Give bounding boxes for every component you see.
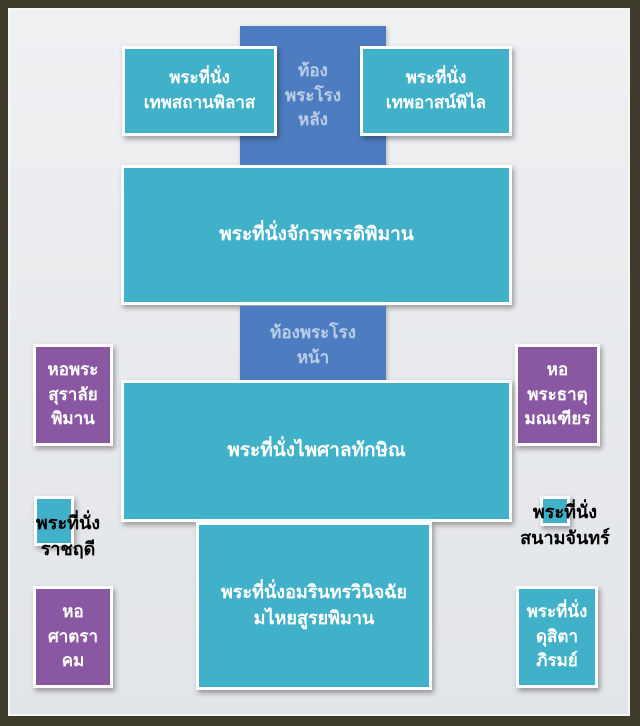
node-chakkraphat-phiman-label: พระที่นั่งจักรพรรดิพิมาน [219,223,414,246]
node-amarin-winitchai: พระที่นั่งอมรินทรวินิจฉัย มไหยสูรยพิมาน [196,522,432,690]
node-dusita-phirom: พระที่นั่ง ดุสิตา ภิรมย์ [516,586,598,688]
node-amarin-winitchai-label: พระที่นั่งอมรินทรวินิจฉัย มไหยสูรยพิมาน [220,581,408,629]
node-hor-phra-suralai: หอพระ สุราลัย พิมาน [33,344,113,446]
node-dusita-phirom-label: พระที่นั่ง ดุสิตา ภิรมย์ [526,602,588,672]
node-chakkraphat-phiman: พระที่นั่งจักรพรรดิพิมาน [121,165,512,305]
node-sanamchan-label: พระที่นั่ง สนามจันทร์ [520,502,610,550]
node-front-hall: ท้องพระโรง หน้า [240,306,386,386]
node-phaisan-thaksin: พระที่นั่งไพศาลทักษิณ [121,380,512,522]
node-hor-satrakhom: หอ ศาตรา คม [33,586,113,688]
marker-ratcharuedee [34,496,74,546]
marker-sanamchan [540,496,570,526]
node-thep-at-philai-label: พระที่นั่ง เทพอาสน์พิไล [385,68,487,113]
node-ratcharuedee-label: พระที่นั่ง ราชฤดี [35,513,101,561]
node-thep-sathan-philat-label: พระที่นั่ง เทพสถานพิลาส [143,68,256,113]
node-hor-satrakhom-label: หอ ศาตรา คม [47,602,99,672]
node-hor-phrathat-label: หอ พระธาตุ มณเฑียร [524,360,591,430]
node-hor-phra-suralai-label: หอพระ สุราลัย พิมาน [47,360,99,430]
node-back-hall-label: ท้อง พระโรง หลัง [284,61,342,131]
node-thep-sathan-philat: พระที่นั่ง เทพสถานพิลาส [122,46,277,136]
node-thep-at-philai: พระที่นั่ง เทพอาสน์พิไล [360,46,512,136]
node-hor-phrathat: หอ พระธาตุ มณเฑียร [515,344,600,446]
node-front-hall-label: ท้องพระโรง หน้า [270,323,356,368]
node-phaisan-thaksin-label: พระที่นั่งไพศาลทักษิณ [227,439,406,462]
